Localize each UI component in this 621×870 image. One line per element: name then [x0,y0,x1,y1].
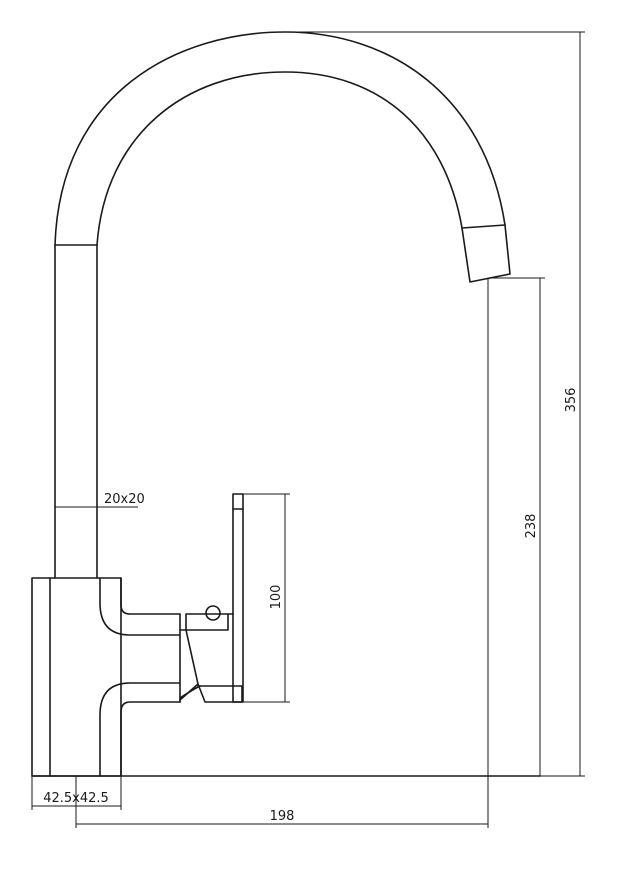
faucet-outline [31,31,541,777]
upper-connector-pipe [99,577,181,636]
spout-outer-arc [54,31,506,246]
lower-connector-pipe [99,682,181,777]
cartridge-lower-plate [197,683,243,703]
cartridge-inner-shape [179,629,199,701]
spout-aerator [461,224,511,283]
lever-handle [232,493,244,703]
base-body [31,577,122,777]
dimension-handle-height: 100 [243,493,290,703]
dimension-label-100: 100 [269,585,284,610]
cartridge-knob [205,605,221,621]
dimension-reach: 198 [75,776,489,828]
dimension-label-238: 238 [524,514,539,539]
dimension-total-height: 356 [285,31,585,777]
dimension-label-198: 198 [270,809,295,824]
dimension-spout-height: 238 [487,277,545,826]
dimension-label-356: 356 [564,388,579,413]
cartridge-curve [179,685,201,699]
spout-inner-arc [96,71,463,246]
dimension-pipe-section: 20x20 [54,492,145,511]
lower-connector-pipe-inner [120,701,181,777]
dimension-label-20x20: 20x20 [104,492,145,507]
upper-connector-pipe-inner [120,577,181,615]
